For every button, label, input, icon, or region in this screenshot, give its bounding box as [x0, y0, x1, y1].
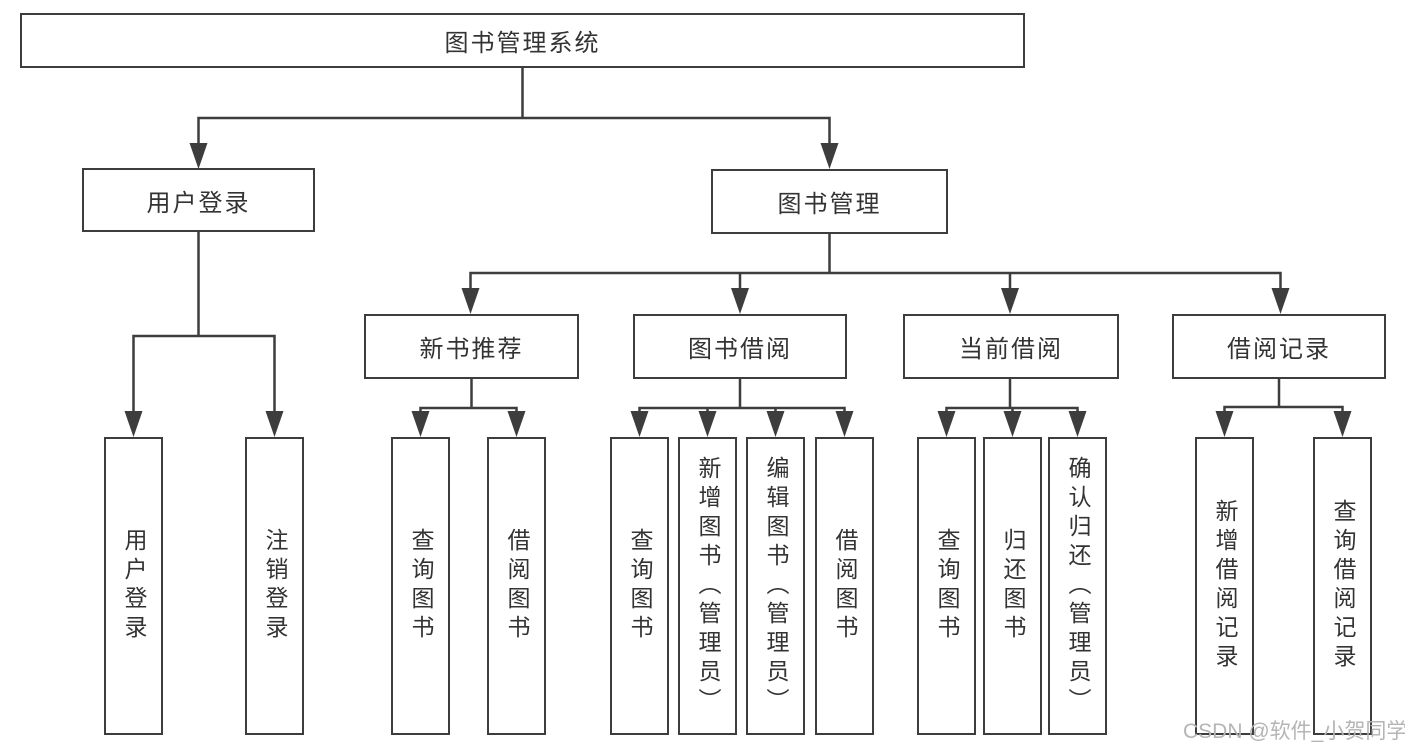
leaf-borrowing-add-book-admin: 新增图书（管理员）	[678, 437, 737, 735]
leaf-borrowing-borrow-books: 借阅图书	[815, 437, 874, 735]
leaf-current-return-books: 归还图书	[983, 437, 1042, 735]
node-new-book-recommendation: 新书推荐	[364, 314, 579, 379]
node-book-management-system: 图书管理系统	[20, 13, 1025, 68]
leaf-borrowing-edit-book-admin: 编辑图书（管理员）	[746, 437, 805, 735]
csdn-watermark: CSDN @软件_小贺同学	[1183, 720, 1405, 743]
leaf-borrowing-query-books: 查询图书	[610, 437, 669, 735]
leaf-recommend-borrow-books: 借阅图书	[487, 437, 546, 735]
leaf-recommend-query-books: 查询图书	[391, 437, 450, 735]
leaf-records-add-record: 新增借阅记录	[1195, 437, 1254, 735]
node-borrowing-records: 借阅记录	[1172, 314, 1386, 379]
leaf-user-login: 用户登录	[104, 437, 163, 735]
leaf-logout: 注销登录	[245, 437, 304, 735]
leaf-current-query-books: 查询图书	[917, 437, 976, 735]
node-user-login: 用户登录	[82, 168, 315, 232]
node-book-management: 图书管理	[711, 169, 948, 234]
leaf-current-confirm-return-admin: 确认归还（管理员）	[1048, 437, 1107, 735]
node-book-borrowing: 图书借阅	[633, 314, 847, 379]
leaf-records-query-record: 查询借阅记录	[1313, 437, 1372, 735]
node-current-borrowing: 当前借阅	[903, 314, 1119, 379]
